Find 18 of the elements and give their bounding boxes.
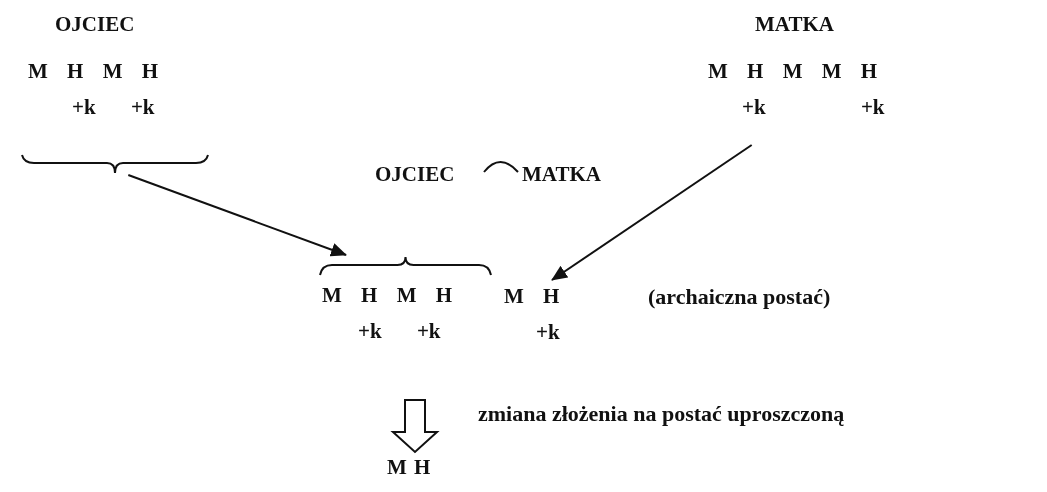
- heading-text: OJCIEC: [55, 12, 135, 36]
- letter-sequence: M H M H: [28, 59, 159, 83]
- suffix-marks: +k +k: [72, 95, 155, 119]
- parent-label: OJCIEC: [375, 162, 455, 186]
- arrow: [551, 144, 753, 281]
- letter-sequence: M H: [504, 284, 560, 308]
- parent-label: MATKA: [522, 162, 601, 186]
- letter-sequence: M H M M H: [708, 59, 878, 83]
- letter-sequence: M H: [387, 455, 431, 479]
- note-text: zmiana złożenia na postać uproszczoną: [478, 402, 845, 426]
- hollow-arrow: [390, 399, 440, 454]
- suffix-marks: +k +k: [358, 319, 441, 343]
- note-text: (archaiczna postać): [648, 285, 831, 309]
- suffix-marks: +k +k: [742, 95, 885, 119]
- letter-sequence: M H M H: [322, 283, 453, 307]
- suffix-marks: +k: [536, 320, 560, 344]
- heading-text: MATKA: [755, 12, 834, 36]
- arrow: [127, 174, 347, 257]
